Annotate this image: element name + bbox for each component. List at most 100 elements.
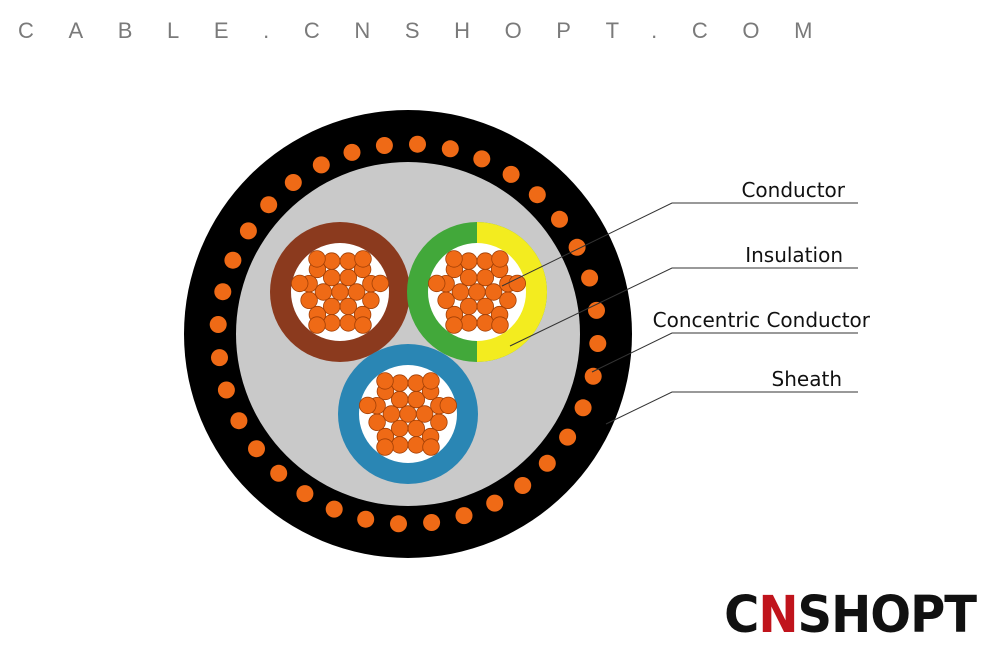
concentric-wire bbox=[423, 514, 441, 531]
conductor-strand bbox=[323, 268, 341, 287]
conductor-strand bbox=[368, 413, 386, 432]
concentric-wires bbox=[209, 135, 607, 533]
conductor-strand bbox=[422, 372, 440, 390]
concentric-wire bbox=[224, 251, 242, 269]
conductor-strand bbox=[339, 268, 358, 287]
callout-conductor-line bbox=[501, 202, 858, 287]
conductor-strand bbox=[291, 274, 309, 293]
core-brown bbox=[270, 222, 410, 362]
concentric-wire bbox=[455, 507, 473, 525]
conductor-strand bbox=[382, 405, 401, 423]
conductor-strand bbox=[354, 250, 372, 268]
callout-conductor: Conductor bbox=[501, 178, 858, 287]
concentric-wire bbox=[270, 464, 288, 482]
concentric-wire bbox=[581, 269, 599, 287]
concentric-wire bbox=[209, 316, 227, 333]
label-insulation: Insulation bbox=[745, 243, 843, 267]
conductor-strand bbox=[407, 374, 426, 392]
conductor-strand bbox=[476, 268, 495, 287]
concentric-wire bbox=[584, 367, 602, 385]
conductor-strand bbox=[407, 390, 426, 409]
concentric-wire bbox=[568, 238, 586, 256]
conductor-strand bbox=[468, 283, 486, 301]
callout-concentric: Concentric Conductor bbox=[591, 308, 871, 373]
conductor-strand bbox=[439, 396, 458, 415]
callout-concentric-line bbox=[591, 332, 858, 373]
conductor-strand bbox=[331, 283, 349, 301]
concentric-wire bbox=[589, 335, 607, 352]
core-blue bbox=[338, 344, 478, 484]
conductor-strand bbox=[376, 372, 394, 390]
conductor-strand bbox=[391, 419, 409, 438]
conductor-strand bbox=[359, 396, 377, 415]
conductor-strand bbox=[371, 274, 390, 293]
label-conductor: Conductor bbox=[741, 178, 845, 202]
concentric-wire bbox=[312, 156, 330, 174]
concentric-wire bbox=[441, 140, 459, 158]
conductor-strand bbox=[308, 250, 326, 268]
conductor-strand bbox=[476, 314, 495, 332]
label-sheath: Sheath bbox=[772, 367, 842, 391]
conductor-strand bbox=[300, 291, 318, 310]
conductor-strand bbox=[314, 283, 333, 301]
concentric-wire bbox=[260, 196, 278, 214]
concentric-wire bbox=[211, 349, 228, 367]
conductor-strand bbox=[476, 297, 495, 316]
conductor-strand bbox=[347, 283, 366, 301]
conductor-strand bbox=[391, 436, 409, 454]
brand-logo-accent: N bbox=[758, 585, 798, 645]
conductor-strand bbox=[399, 405, 417, 423]
conductor-strand bbox=[491, 316, 509, 334]
conductor-strand bbox=[437, 291, 455, 310]
concentric-wire bbox=[473, 150, 491, 168]
concentric-wire bbox=[502, 165, 520, 183]
concentric-wire bbox=[284, 174, 302, 191]
concentric-wire bbox=[409, 135, 426, 153]
conductor-strand bbox=[323, 252, 341, 270]
conductor-strand bbox=[415, 405, 434, 423]
concentric-wire bbox=[296, 485, 314, 503]
conductor-strand bbox=[308, 316, 326, 334]
callout-sheath-line bbox=[605, 391, 858, 425]
site-url: CABLE.CNSHOPT.COM bbox=[18, 18, 848, 43]
conductor-strand bbox=[460, 252, 478, 270]
conductor-strand bbox=[484, 283, 503, 301]
concentric-wire bbox=[574, 399, 592, 417]
conductor-strand bbox=[354, 316, 372, 334]
conductor-strand bbox=[508, 274, 527, 293]
label-concentric-conductor: Concentric Conductor bbox=[653, 308, 871, 332]
conductor-strand bbox=[391, 390, 409, 409]
core-brown-conductor bbox=[291, 250, 390, 334]
concentric-wire bbox=[538, 454, 556, 472]
concentric-wire bbox=[248, 440, 265, 458]
brand-logo-prefix: C bbox=[724, 585, 759, 645]
concentric-wire bbox=[230, 412, 248, 430]
conductor-strand bbox=[362, 291, 380, 310]
conductor-strand bbox=[376, 438, 394, 456]
conductor-strand bbox=[339, 297, 358, 316]
conductor-strand bbox=[323, 297, 341, 316]
concentric-wire bbox=[559, 428, 577, 446]
concentric-wire bbox=[214, 283, 232, 301]
conductor-strand bbox=[391, 374, 409, 392]
concentric-wire bbox=[486, 494, 504, 512]
core-green-yellow bbox=[407, 222, 547, 362]
conductor-strand bbox=[445, 316, 463, 334]
brand-logo: CNSHOPT bbox=[724, 585, 977, 645]
callout-insulation-line bbox=[509, 267, 858, 347]
conductor-strand bbox=[451, 283, 470, 301]
conductor-strand bbox=[499, 291, 517, 310]
concentric-wire bbox=[325, 500, 343, 518]
concentric-wire bbox=[551, 210, 568, 228]
conductor-strand bbox=[445, 250, 463, 268]
conductor-strand bbox=[323, 314, 341, 332]
conductor-strand bbox=[460, 314, 478, 332]
conductor-strand bbox=[407, 436, 426, 454]
concentric-wire bbox=[217, 381, 235, 399]
conductor-strand bbox=[460, 268, 478, 287]
conductor-strand bbox=[491, 250, 509, 268]
core-gy-conductor bbox=[428, 250, 527, 334]
concentric-wire bbox=[239, 222, 257, 240]
concentric-wire bbox=[375, 137, 393, 154]
